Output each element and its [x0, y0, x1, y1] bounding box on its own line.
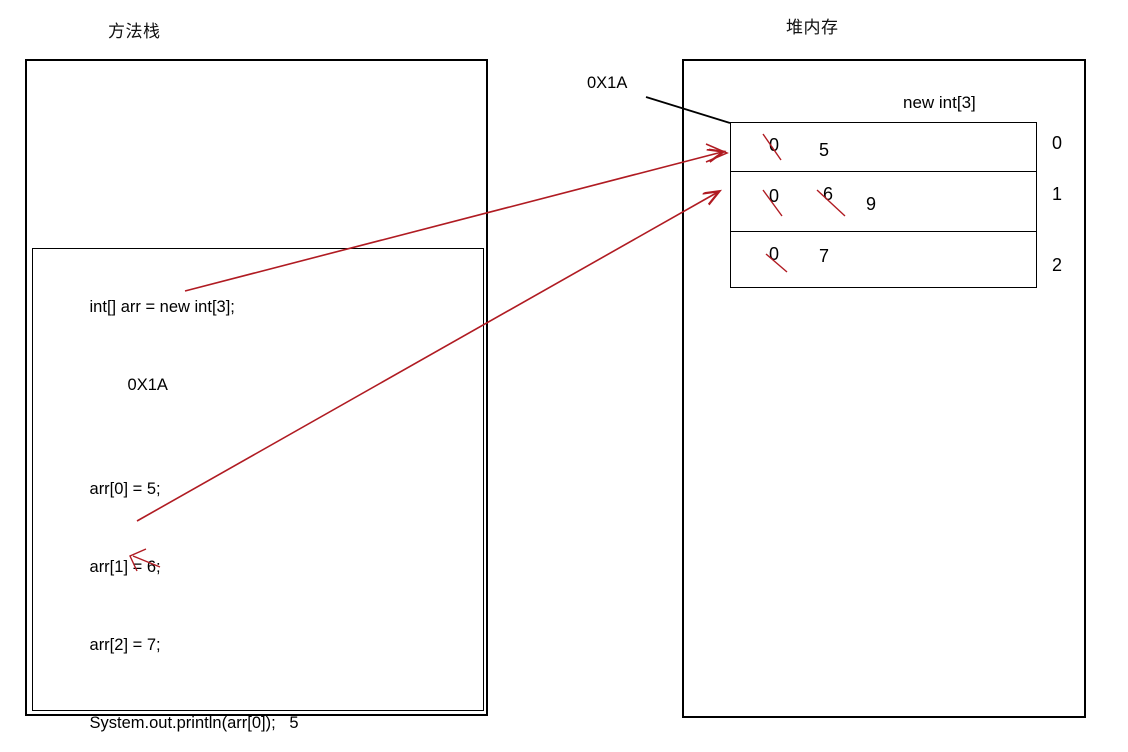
- code-line: int[] arr = new int[3];: [62, 268, 462, 346]
- code-line-blank: [62, 424, 462, 450]
- array-cell-row: 0 7: [731, 232, 1036, 286]
- code-text: arr[1] = 6;: [89, 558, 161, 576]
- stack-section-title: 方法栈: [108, 22, 161, 41]
- code-line: arr[1] = 6;: [62, 528, 462, 606]
- array-index-0: 0: [1052, 133, 1063, 153]
- array-cell-initial-value: 0: [769, 244, 780, 264]
- array-cell-final-value: 9: [866, 194, 877, 214]
- array-cell-row: 0 5: [731, 123, 1036, 172]
- array-cell-value: 7: [819, 246, 830, 266]
- code-text: arr[2] = 7;: [89, 636, 161, 654]
- code-text: System.out.println(arr[0]);: [89, 714, 276, 732]
- code-text: arr[0] = 5;: [89, 480, 161, 498]
- code-line: arr[2] = 7;: [62, 606, 462, 684]
- array-cell-row: 0 6 9: [731, 172, 1036, 232]
- array-object-box: 0 5 0 6 9 0 7: [730, 122, 1037, 288]
- array-cell-value: 5: [819, 140, 830, 160]
- code-text: 0X1A: [127, 376, 168, 394]
- array-type-label: new int[3]: [903, 93, 976, 112]
- array-cell-overwritten-value: 6: [823, 184, 834, 204]
- code-block: int[] arr = new int[3]; 0X1A arr[0] = 5;…: [62, 268, 462, 752]
- array-index-2: 2: [1052, 255, 1063, 275]
- array-cell-initial-value: 0: [769, 186, 780, 206]
- heap-address-label: 0X1A: [587, 74, 628, 92]
- code-output: 5: [289, 714, 299, 732]
- array-cell-initial-value: 0: [769, 135, 780, 155]
- heap-section-title: 堆内存: [786, 18, 839, 37]
- code-line: 0X1A: [62, 346, 462, 424]
- code-line: arr[0] = 5;: [62, 450, 462, 528]
- code-line: System.out.println(arr[0]); 5: [62, 684, 462, 752]
- array-index-1: 1: [1052, 184, 1063, 204]
- code-text: int[] arr = new int[3];: [89, 298, 235, 316]
